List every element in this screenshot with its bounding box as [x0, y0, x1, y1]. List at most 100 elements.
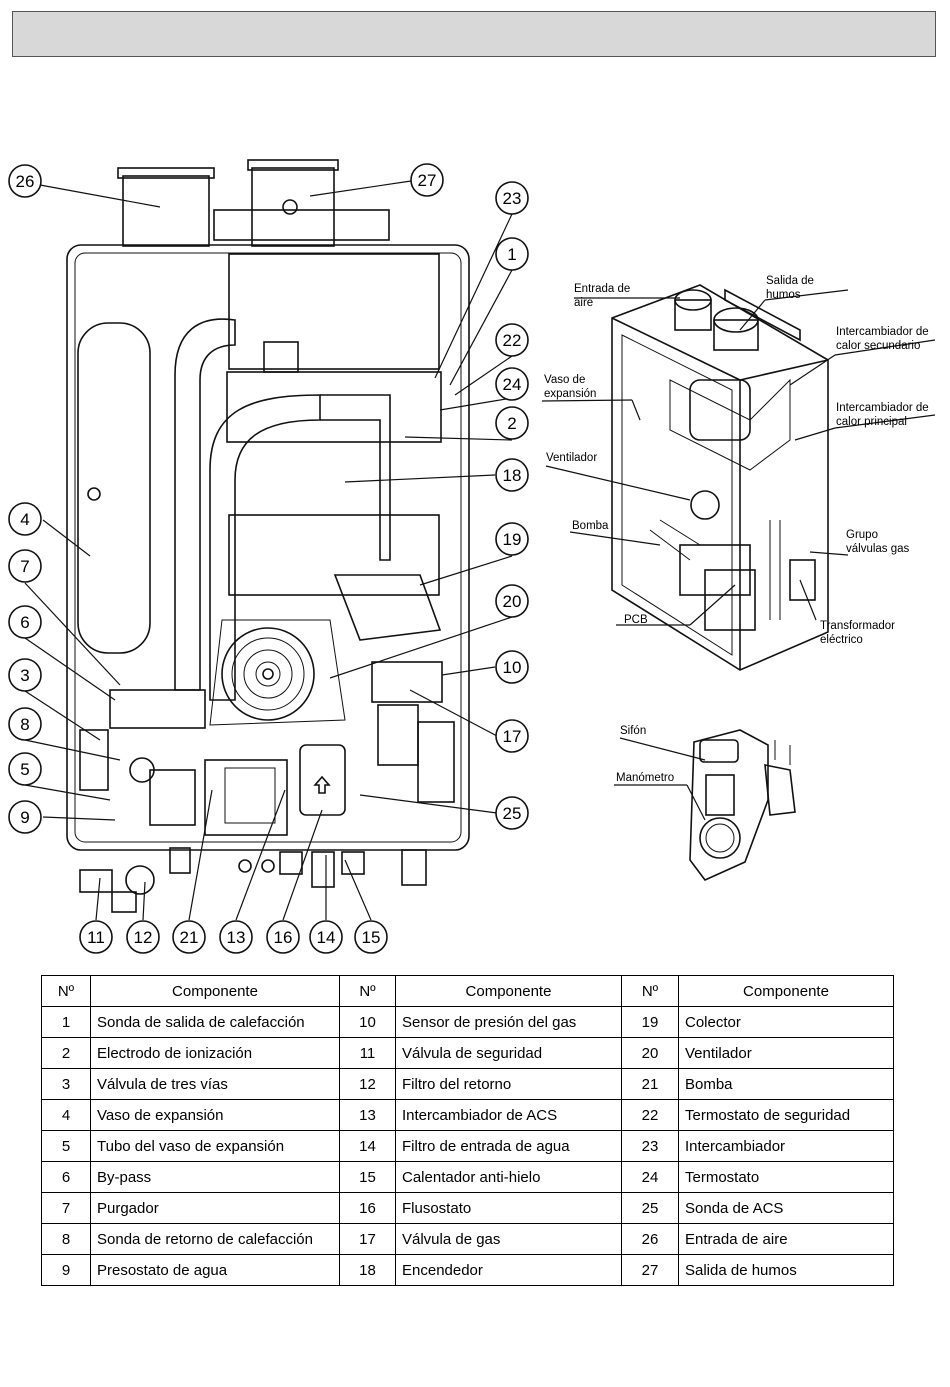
- callout-16: 16: [274, 928, 293, 947]
- side-labels: Entrada de aire Salida de humos Intercam…: [544, 275, 929, 784]
- table-cell-num: 10: [339, 1006, 396, 1038]
- table-cell-component: Calentador anti-hielo: [395, 1161, 622, 1193]
- label-intercambiador-secundario-1: Intercambiador de: [836, 326, 929, 338]
- table-cell-component: Ventilador: [678, 1037, 894, 1069]
- siphon-detail: [689, 729, 796, 881]
- table-cell-component: Válvula de tres vías: [90, 1068, 340, 1100]
- table-cell-component: Bomba: [678, 1068, 894, 1100]
- callout-25: 25: [503, 804, 522, 823]
- table-row: 1 Sonda de salida de calefacción 10 Sens…: [41, 1006, 894, 1038]
- table-cell-num: 1: [41, 1006, 91, 1038]
- table-cell-component: Válvula de seguridad: [395, 1037, 622, 1069]
- label-manometro: Manómetro: [616, 772, 674, 784]
- callout-6: 6: [20, 613, 29, 632]
- table-cell-component: Sonda de salida de calefacción: [90, 1006, 340, 1038]
- callout-14: 14: [317, 928, 336, 947]
- callout-20: 20: [503, 592, 522, 611]
- callout-15: 15: [362, 928, 381, 947]
- table-cell-component: Flusostato: [395, 1192, 622, 1224]
- label-transformador-1: Transformador: [820, 620, 895, 632]
- table-row: 4 Vaso de expansión 13 Intercambiador de…: [41, 1099, 894, 1131]
- table-cell-num: 8: [41, 1223, 91, 1255]
- table-cell-component: Salida de humos: [678, 1254, 894, 1286]
- leader-lines: [24, 180, 936, 921]
- table-cell-num: 26: [621, 1223, 679, 1255]
- label-salida-humos-1: Salida de: [766, 275, 814, 287]
- table-cell-component: Encendedor: [395, 1254, 622, 1286]
- callout-22: 22: [503, 331, 522, 350]
- label-sifon: Sifón: [620, 725, 646, 737]
- table-row: 9 Presostato de agua 18 Encendedor 27 Sa…: [41, 1254, 894, 1286]
- table-cell-component: Entrada de aire: [678, 1223, 894, 1255]
- table-cell-num: 4: [41, 1099, 91, 1131]
- table-cell-component: Sensor de presión del gas: [395, 1006, 622, 1038]
- table-cell-num: 18: [339, 1254, 396, 1286]
- callout-17: 17: [503, 727, 522, 746]
- table-cell-num: 16: [339, 1192, 396, 1224]
- table-header-row: Nº Componente Nº Componente Nº Component…: [41, 975, 894, 1007]
- table-cell-num: 22: [621, 1099, 679, 1131]
- parts-table: Nº Componente Nº Componente Nº Component…: [41, 975, 894, 1286]
- column-header-num-3: Nº: [621, 975, 679, 1007]
- label-vaso-expansion-1: Vaso de: [544, 374, 585, 386]
- table-row: 3 Válvula de tres vías 12 Filtro del ret…: [41, 1068, 894, 1100]
- column-header-component-2: Componente: [395, 975, 622, 1007]
- callout-18: 18: [503, 466, 522, 485]
- boiler-front-view: [66, 159, 470, 913]
- table-cell-num: 20: [621, 1037, 679, 1069]
- callout-13: 13: [227, 928, 246, 947]
- table-cell-num: 3: [41, 1068, 91, 1100]
- table-cell-num: 2: [41, 1037, 91, 1069]
- column-header-num-1: Nº: [41, 975, 91, 1007]
- callout-numbers: 26 27 23 1 22 24 2 18 19 20 10 17 25 4 7…: [16, 171, 522, 947]
- callout-circles: [8, 163, 529, 954]
- table-cell-component: Intercambiador de ACS: [395, 1099, 622, 1131]
- callout-21: 21: [180, 928, 199, 947]
- table-cell-num: 25: [621, 1192, 679, 1224]
- table-cell-component: Termostato de seguridad: [678, 1099, 894, 1131]
- table-cell-component: Colector: [678, 1006, 894, 1038]
- table-cell-component: Purgador: [90, 1192, 340, 1224]
- table-cell-num: 21: [621, 1068, 679, 1100]
- label-entrada-aire-2: aire: [574, 297, 593, 309]
- callout-1: 1: [507, 245, 516, 264]
- table-cell-num: 24: [621, 1161, 679, 1193]
- table-cell-num: 23: [621, 1130, 679, 1162]
- table-cell-component: Sonda de retorno de calefacción: [90, 1223, 340, 1255]
- label-transformador-2: eléctrico: [820, 634, 863, 646]
- boiler-diagram: 26 27 23 1 22 24 2 18 19 20 10 17 25 4 7…: [0, 150, 950, 965]
- callout-19: 19: [503, 530, 522, 549]
- label-salida-humos-2: humos: [766, 289, 801, 301]
- table-row: 5 Tubo del vaso de expansión 14 Filtro d…: [41, 1130, 894, 1162]
- table-row: 6 By-pass 15 Calentador anti-hielo 24 Te…: [41, 1161, 894, 1193]
- table-row: 7 Purgador 16 Flusostato 25 Sonda de ACS: [41, 1192, 894, 1224]
- callout-7: 7: [20, 557, 29, 576]
- table-cell-num: 19: [621, 1006, 679, 1038]
- table-cell-num: 11: [339, 1037, 396, 1069]
- table-cell-component: Tubo del vaso de expansión: [90, 1130, 340, 1162]
- table-cell-num: 17: [339, 1223, 396, 1255]
- callout-24: 24: [503, 375, 522, 394]
- column-header-component-3: Componente: [678, 975, 894, 1007]
- callout-12: 12: [134, 928, 153, 947]
- label-grupo-valvulas-1: Grupo: [846, 529, 878, 541]
- table-cell-num: 6: [41, 1161, 91, 1193]
- table-cell-component: Presostato de agua: [90, 1254, 340, 1286]
- table-cell-component: By-pass: [90, 1161, 340, 1193]
- label-vaso-expansion-2: expansión: [544, 388, 596, 400]
- table-cell-num: 14: [339, 1130, 396, 1162]
- table-cell-component: Filtro del retorno: [395, 1068, 622, 1100]
- table-cell-num: 15: [339, 1161, 396, 1193]
- column-header-num-2: Nº: [339, 975, 396, 1007]
- callout-27: 27: [418, 171, 437, 190]
- table-cell-component: Vaso de expansión: [90, 1099, 340, 1131]
- callout-3: 3: [20, 666, 29, 685]
- table-cell-component: Válvula de gas: [395, 1223, 622, 1255]
- label-bomba: Bomba: [572, 520, 609, 532]
- boiler-iso-view: [611, 284, 829, 671]
- table-cell-num: 27: [621, 1254, 679, 1286]
- callout-8: 8: [20, 715, 29, 734]
- table-row: 2 Electrodo de ionización 11 Válvula de …: [41, 1037, 894, 1069]
- callout-11: 11: [87, 928, 105, 947]
- callout-23: 23: [503, 189, 522, 208]
